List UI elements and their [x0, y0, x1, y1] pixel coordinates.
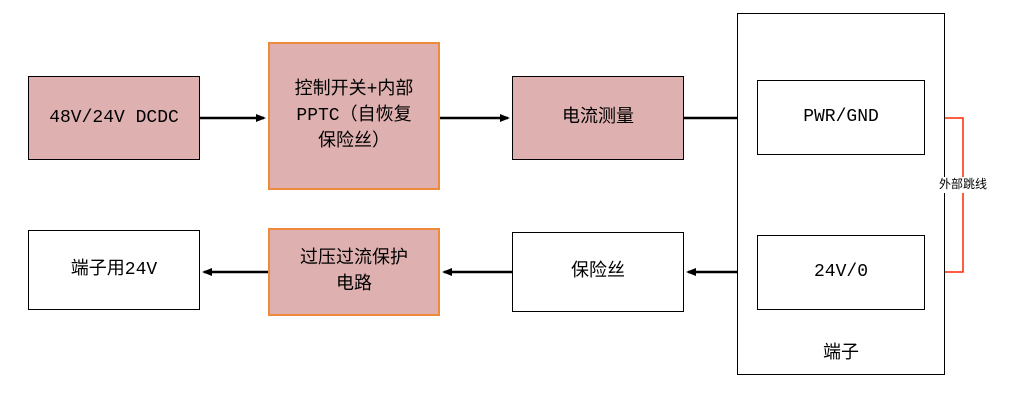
node-control-pptc-label: 控制开关+内部 PPTC（自恢复 保险丝）: [294, 79, 414, 153]
node-terminal-24v-label: 端子用24V: [70, 259, 158, 280]
node-dcdc: 48V/24V DCDC: [28, 76, 200, 160]
node-ovp-ocp: 过压过流保护 电路: [268, 228, 440, 316]
node-pwr-gnd: PWR/GND: [757, 80, 925, 155]
terminal-group-box: [737, 13, 945, 375]
node-control-pptc: 控制开关+内部 PPTC（自恢复 保险丝）: [268, 42, 440, 190]
node-24v-0: 24V/0: [757, 235, 925, 310]
node-dcdc-label: 48V/24V DCDC: [49, 107, 179, 128]
node-fuse-label: 保险丝: [571, 261, 625, 282]
node-pwr-gnd-label: PWR/GND: [803, 107, 879, 128]
terminal-group-label: 端子: [823, 344, 859, 364]
node-fuse: 保险丝: [512, 232, 684, 312]
node-terminal-24v: 端子用24V: [28, 230, 200, 310]
node-ovp-ocp-label: 过压过流保护 电路: [300, 248, 408, 295]
node-current-measure-label: 电流测量: [562, 107, 634, 128]
node-24v-0-label: 24V/0: [813, 262, 868, 283]
node-current-measure: 电流测量: [512, 76, 684, 160]
external-jumper-label: 外部跳线: [930, 177, 996, 194]
